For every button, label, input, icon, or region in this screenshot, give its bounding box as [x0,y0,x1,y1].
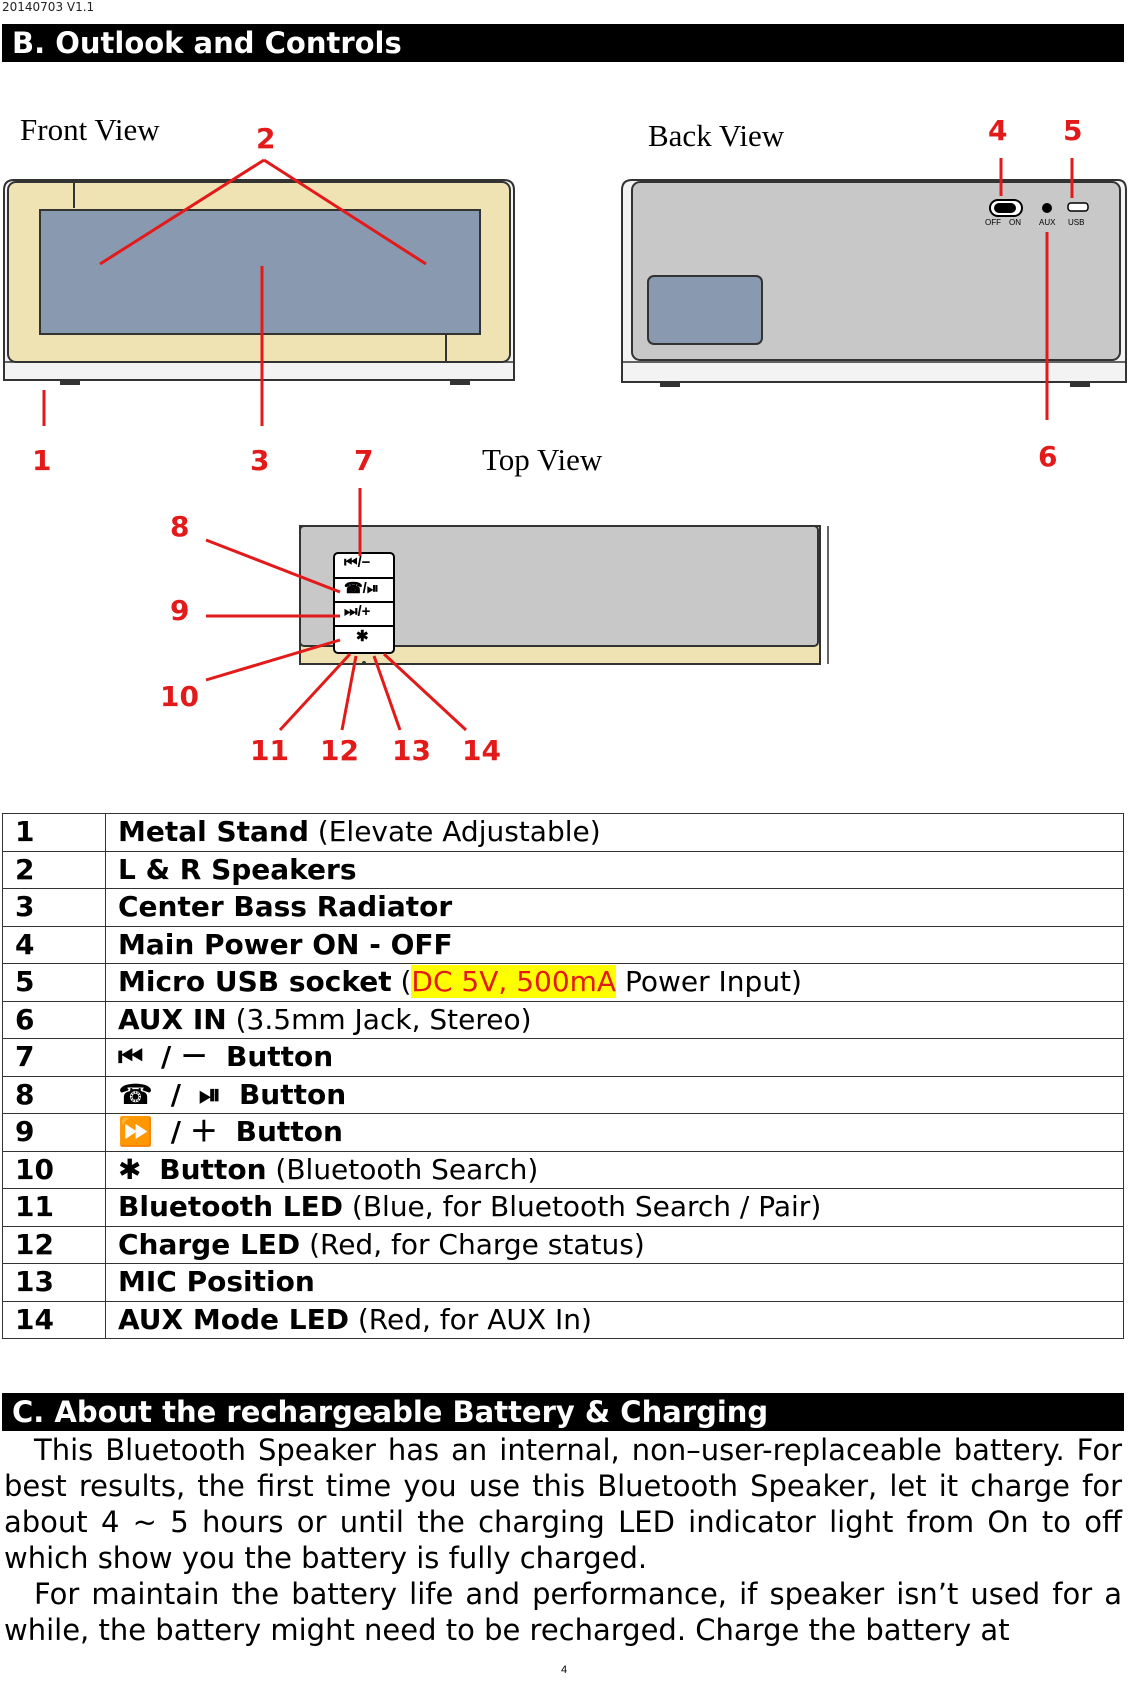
table-row: 1 Metal Stand (Elevate Adjustable) [2,813,1124,852]
prev-minus-button[interactable]: ⏮/− [344,554,371,571]
part-desc: ✱ Button (Bluetooth Search) [105,1150,1124,1189]
callout-14: 14 [462,734,501,767]
callout-lines [42,158,1074,732]
part-number: 8 [2,1075,106,1114]
part-desc: Charge LED (Red, for Charge status) [105,1225,1124,1264]
part-desc: ☎ / ⏯ Button [105,1075,1124,1114]
table-row: 6 AUX IN (3.5mm Jack, Stereo) [2,1000,1124,1039]
product-diagram [3,158,1127,732]
front-view-drawing [3,179,515,385]
phone-icon: ☎ [118,1077,153,1111]
bluetooth-icon: ✱ [118,1152,142,1186]
callout-1: 1 [32,444,52,477]
back-view-label: Back View [648,118,785,153]
part-number: 12 [2,1225,106,1264]
part-desc: Center Bass Radiator [105,888,1124,927]
callout-11: 11 [250,734,289,767]
callout-9: 9 [170,594,190,627]
part-number: 7 [2,1038,106,1077]
part-number: 3 [2,888,106,927]
next-plus-button[interactable]: ⏭/+ [344,603,371,620]
bluetooth-button[interactable]: ✱ [356,628,369,645]
on-label: ON [1009,218,1021,227]
table-row: 11 Bluetooth LED (Blue, for Bluetooth Se… [2,1188,1124,1227]
part-number: 5 [2,963,106,1002]
table-row: 9 ⏩ / ＋ Button [2,1113,1124,1152]
top-view-drawing [299,525,829,665]
prev-icon: ⏮ [118,1040,144,1074]
paragraph-1: This Bluetooth Speaker has an internal, … [4,1433,1122,1575]
front-view-label: Front View [20,112,160,147]
minus-icon: － [180,1040,209,1074]
callout-7: 7 [354,444,374,477]
play-pause-icon: ⏯ [198,1077,222,1111]
part-number: 4 [2,925,106,964]
usb-label: USB [1068,218,1085,227]
part-number: 11 [2,1188,106,1227]
next-icon: ⏩ [118,1115,153,1149]
callout-8: 8 [170,510,190,543]
part-desc: Metal Stand (Elevate Adjustable) [105,813,1124,852]
off-label: OFF [985,218,1001,227]
part-number: 1 [2,813,106,852]
part-number: 2 [2,850,106,889]
table-row: 12 Charge LED (Red, for Charge status) [2,1225,1124,1264]
page-number: 4 [561,1664,568,1676]
call-play-button[interactable]: ☎/⏯ [344,580,379,597]
part-number: 14 [2,1300,106,1339]
part-desc: AUX IN (3.5mm Jack, Stereo) [105,1000,1124,1039]
callout-2: 2 [256,122,276,155]
section-c-header: C. About the rechargeable Battery & Char… [2,1393,1124,1431]
version-label: 20140703 V1.1 [2,0,95,14]
table-row: 13 MIC Position [2,1263,1124,1302]
table-row: 5 Micro USB socket (DC 5V, 500mA Power I… [2,963,1124,1002]
back-view-drawing [621,179,1127,387]
plus-icon: ＋ [189,1115,218,1149]
part-desc: L & R Speakers [105,850,1124,889]
callout-3: 3 [250,444,270,477]
callout-10: 10 [160,680,199,713]
part-desc: ⏩ / ＋ Button [105,1113,1124,1152]
part-desc: Main Power ON - OFF [105,925,1124,964]
part-number: 6 [2,1000,106,1039]
table-row: 8 ☎ / ⏯ Button [2,1075,1124,1114]
part-desc: ⏮ / － Button [105,1038,1124,1077]
aux-label: AUX [1039,218,1056,227]
part-number: 10 [2,1150,106,1189]
part-desc: Micro USB socket (DC 5V, 500mA Power Inp… [105,963,1124,1002]
part-desc: AUX Mode LED (Red, for AUX In) [105,1300,1124,1339]
table-row: 14 AUX Mode LED (Red, for AUX In) [2,1300,1124,1339]
callout-5: 5 [1063,114,1083,147]
section-b-header: B. Outlook and Controls [2,24,1124,62]
paragraph-2: For maintain the battery life and perfor… [4,1577,1122,1647]
parts-table: 1 Metal Stand (Elevate Adjustable) 2 L &… [2,813,1124,1339]
callout-4: 4 [988,114,1008,147]
table-row: 7 ⏮ / － Button [2,1038,1124,1077]
part-desc: MIC Position [105,1263,1124,1302]
part-number: 9 [2,1113,106,1152]
callout-6: 6 [1038,440,1058,473]
top-view-label: Top View [482,442,603,477]
part-desc: Bluetooth LED (Blue, for Bluetooth Searc… [105,1188,1124,1227]
table-row: 2 L & R Speakers [2,850,1124,889]
table-row: 10 ✱ Button (Bluetooth Search) [2,1150,1124,1189]
table-row: 4 Main Power ON - OFF [2,925,1124,964]
callout-12: 12 [320,734,359,767]
table-row: 3 Center Bass Radiator [2,888,1124,927]
battery-text: This Bluetooth Speaker has an internal, … [4,1432,1122,1648]
part-number: 13 [2,1263,106,1302]
callout-13: 13 [392,734,431,767]
spec-highlight: DC 5V, 500mA [411,965,617,999]
